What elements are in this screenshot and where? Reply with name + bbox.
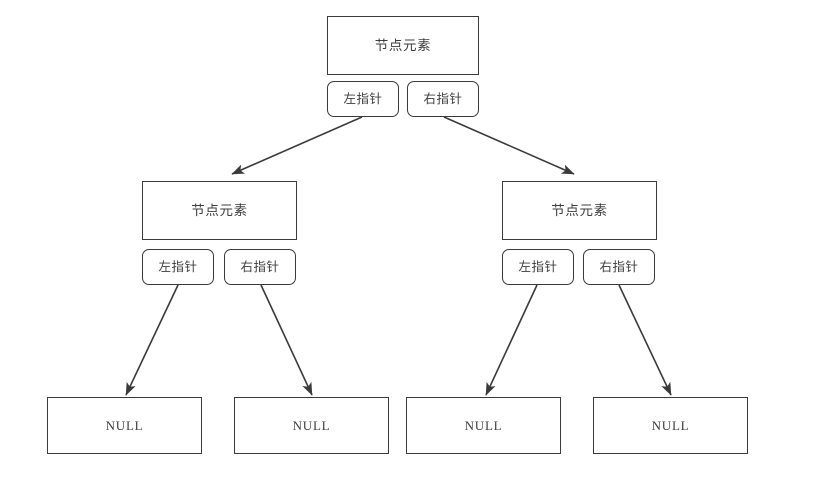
root-right-pointer-box[interactable]: 右指针	[407, 81, 479, 117]
right-child-left-pointer-box[interactable]: 左指针	[502, 249, 574, 285]
right-child-right-pointer-label: 右指针	[599, 259, 639, 274]
null-box-3[interactable]: NULL	[406, 397, 561, 454]
right-child-left-pointer-label: 左指针	[518, 259, 558, 274]
root-left-pointer-box[interactable]: 左指针	[327, 81, 399, 117]
null-label-3: NULL	[464, 418, 503, 433]
null-box-1[interactable]: NULL	[47, 397, 202, 454]
root-element-box[interactable]: 节点元素	[327, 16, 479, 75]
root-right-pointer-label: 右指针	[423, 91, 463, 106]
null-label-2: NULL	[292, 418, 331, 433]
right-child-element-box[interactable]: 节点元素	[502, 181, 657, 240]
root-left-pointer-label: 左指针	[343, 91, 383, 106]
edge-root-right-to-right-child	[443, 116, 575, 175]
left-child-element-label: 节点元素	[191, 202, 248, 218]
left-child-right-pointer-box[interactable]: 右指针	[224, 249, 296, 285]
left-child-left-pointer-box[interactable]: 左指针	[142, 249, 214, 285]
edge-right-child-right-to-null-4	[618, 284, 672, 396]
null-label-1: NULL	[105, 418, 144, 433]
right-child-element-label: 节点元素	[551, 202, 608, 218]
root-element-label: 节点元素	[374, 37, 432, 53]
null-box-4[interactable]: NULL	[593, 397, 748, 454]
left-child-left-pointer-label: 左指针	[158, 259, 198, 274]
edge-left-child-left-to-null-1	[125, 284, 179, 396]
edge-right-child-left-to-null-3	[485, 284, 538, 396]
right-child-right-pointer-box[interactable]: 右指针	[583, 249, 655, 285]
edge-left-child-right-to-null-2	[260, 284, 313, 396]
edge-root-left-to-left-child	[231, 116, 363, 175]
null-label-4: NULL	[651, 418, 690, 433]
null-box-2[interactable]: NULL	[234, 397, 389, 454]
left-child-right-pointer-label: 右指针	[240, 259, 280, 274]
left-child-element-box[interactable]: 节点元素	[142, 181, 297, 240]
